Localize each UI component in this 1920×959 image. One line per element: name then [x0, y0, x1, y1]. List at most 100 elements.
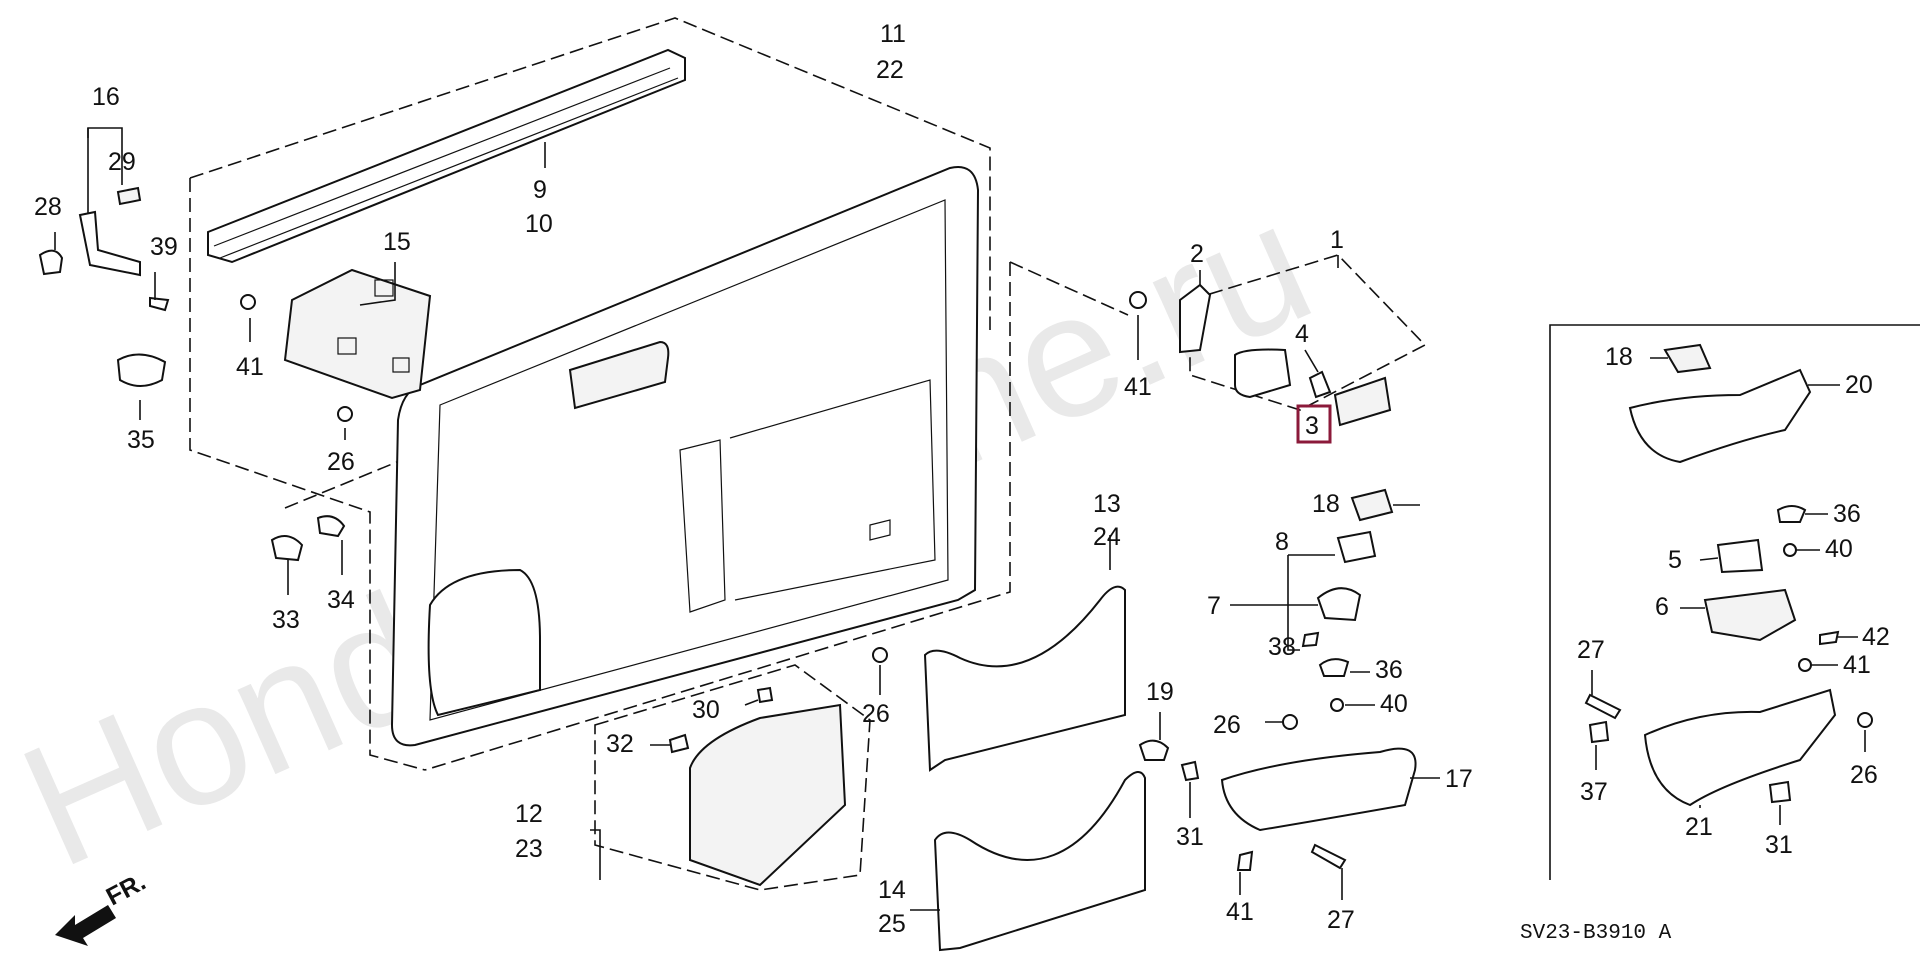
callout-2: 2 — [1190, 240, 1204, 268]
clip-41b — [1129, 291, 1147, 309]
screw-39 — [149, 296, 170, 312]
front-arrow-icon — [55, 905, 116, 946]
callout-29: 29 — [108, 148, 136, 176]
callout-8: 8 — [1275, 528, 1289, 556]
callout-26-right: 26 — [1850, 761, 1878, 789]
clip-34 — [316, 515, 346, 538]
right-parts-frame — [1549, 324, 1920, 880]
callout-18-right: 18 — [1605, 343, 1633, 371]
callout-31-right: 31 — [1765, 831, 1793, 859]
screw-41c — [1236, 850, 1254, 871]
actuator-8 — [1336, 530, 1377, 564]
callout-15: 15 — [383, 228, 411, 256]
screw-40a — [1330, 698, 1344, 712]
pocket-12 — [689, 703, 847, 887]
door-panel-outline — [189, 17, 1129, 771]
screw-27b — [1584, 693, 1622, 720]
callout-24: 24 — [1093, 523, 1121, 551]
clip-31a — [1180, 760, 1200, 782]
callout-42: 42 — [1862, 623, 1890, 651]
lower-trim-pieces — [872, 585, 1146, 952]
leader-lines — [54, 138, 1866, 911]
callout-28: 28 — [34, 193, 62, 221]
callout-16: 16 — [92, 83, 120, 111]
callout-13: 13 — [1093, 490, 1121, 518]
callout-17: 17 — [1445, 765, 1473, 793]
callout-23: 23 — [515, 835, 543, 863]
callout-40-right: 40 — [1825, 535, 1853, 563]
callout-40-handle: 40 — [1380, 690, 1408, 718]
callout-4: 4 — [1295, 320, 1309, 348]
clip-32 — [668, 733, 690, 754]
callout-22: 22 — [876, 56, 904, 84]
callout-27-armrest: 27 — [1327, 906, 1355, 934]
clip-29 — [116, 186, 142, 206]
screw-38 — [1301, 631, 1320, 648]
switch-housing — [1234, 348, 1292, 399]
bracket-2 — [1179, 283, 1212, 354]
lower-pocket-box — [594, 664, 871, 891]
callout-10: 10 — [525, 210, 553, 238]
callout-26-trim: 26 — [862, 700, 890, 728]
callout-3: 3 — [1305, 412, 1319, 440]
handle-20 — [1628, 368, 1812, 464]
clip-31b — [1768, 780, 1792, 804]
callout-7: 7 — [1207, 592, 1221, 620]
callout-41-right: 41 — [1843, 651, 1871, 679]
callout-30: 30 — [692, 696, 720, 724]
callout-41-left: 41 — [236, 353, 264, 381]
callout-27-right: 27 — [1577, 636, 1605, 664]
callout-9: 9 — [533, 176, 547, 204]
callout-6: 6 — [1655, 593, 1669, 621]
callout-34: 34 — [327, 586, 355, 614]
clip-19 — [1138, 739, 1170, 761]
switch-cover-3 — [1333, 376, 1392, 427]
clip-26b — [872, 647, 888, 663]
screw-42 — [1819, 630, 1840, 646]
inner-handle-parts — [1301, 488, 1394, 712]
callout-14: 14 — [878, 876, 906, 904]
cap-36b — [1776, 505, 1807, 523]
switch-5 — [1716, 538, 1764, 574]
clip-37 — [1588, 720, 1610, 744]
clip-41d — [1798, 658, 1812, 672]
callout-36-handle: 36 — [1375, 656, 1403, 684]
clip-26d — [1857, 712, 1873, 728]
cap-36a — [1318, 658, 1350, 677]
callout-18-handle: 18 — [1312, 490, 1340, 518]
clip-30 — [756, 686, 774, 704]
actuator-7 — [1316, 587, 1362, 622]
clip-28 — [38, 249, 64, 276]
callout-33: 33 — [272, 606, 300, 634]
switch-assembly-box — [1129, 254, 1427, 427]
callout-38: 38 — [1268, 633, 1296, 661]
screw-27a — [1310, 843, 1347, 870]
clip-33 — [270, 535, 304, 562]
callout-31-armrest: 31 — [1176, 823, 1204, 851]
trim-13 — [923, 585, 1126, 772]
door-pocket — [283, 268, 432, 400]
trim-14 — [933, 771, 1146, 952]
callout-25: 25 — [878, 910, 906, 938]
clip-26c — [1282, 714, 1298, 730]
left-fasteners — [240, 294, 353, 562]
switch-6 — [1703, 588, 1797, 642]
callout-5: 5 — [1668, 546, 1682, 574]
highlighted-part-3[interactable]: 3 — [1296, 404, 1332, 444]
clip-26a — [337, 406, 353, 422]
callout-37: 37 — [1580, 778, 1608, 806]
callout-26-armrest: 26 — [1213, 711, 1241, 739]
callout-35: 35 — [127, 426, 155, 454]
callout-12: 12 — [515, 800, 543, 828]
callout-19: 19 — [1146, 678, 1174, 706]
callout-41-switch: 41 — [1124, 373, 1152, 401]
clip-18a — [1350, 488, 1394, 522]
clip-41a — [240, 294, 256, 310]
diagram-code: SV23-B3910 A — [1520, 922, 1672, 945]
callout-41-armrest: 41 — [1226, 898, 1254, 926]
handle-21 — [1643, 688, 1837, 807]
clip-18b — [1663, 343, 1712, 374]
bracket-assembly — [38, 127, 170, 387]
callout-21: 21 — [1685, 813, 1713, 841]
